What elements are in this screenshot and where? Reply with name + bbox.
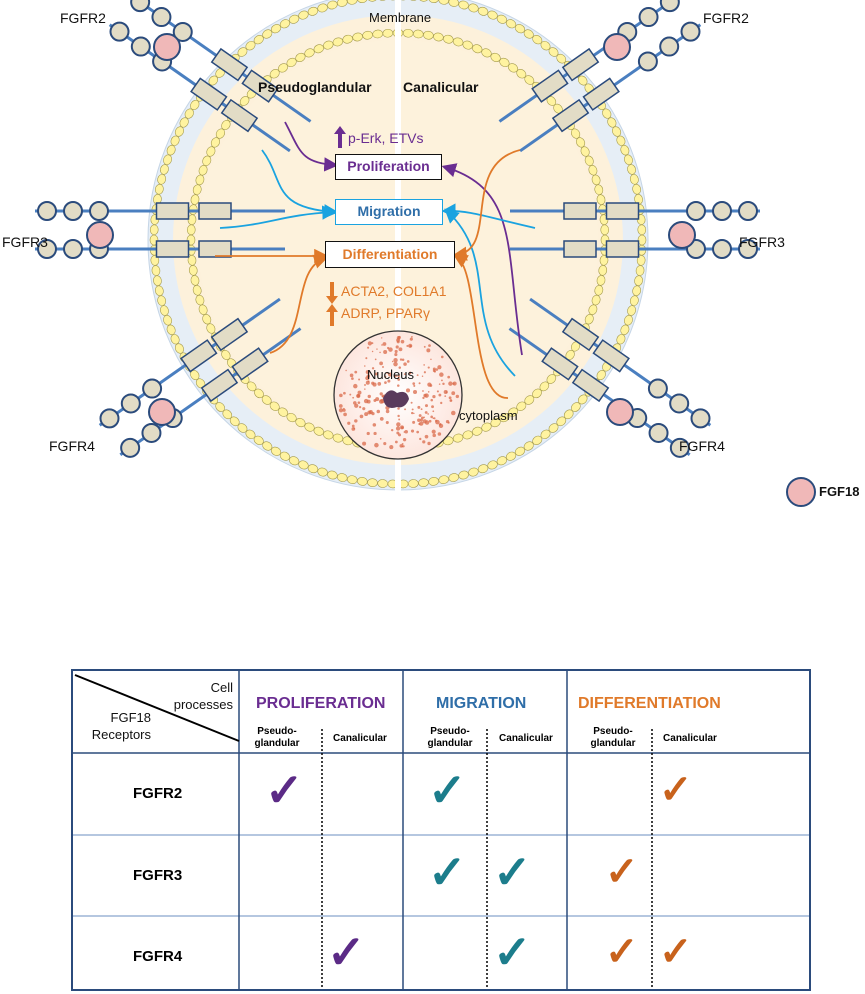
receptor-fgfr4-right — [508, 297, 712, 458]
down-arrow-icon — [326, 282, 338, 304]
receptor-fgfr2-right — [498, 0, 702, 153]
fgf18-ligand-icon — [86, 221, 114, 249]
fgf18-ligand-icon — [153, 33, 181, 61]
receptor-fgfr4-left — [98, 297, 302, 458]
process-header-proliferation: PROLIFERATION — [256, 695, 386, 712]
nucleus-label: Nucleus — [367, 367, 414, 382]
sub-pseudoglandular: Pseudo-glandular — [254, 726, 300, 749]
checkmark-icon: ✓ — [659, 930, 693, 974]
row-label-fgfr3: FGFR3 — [133, 867, 183, 884]
up-arrow-icon — [334, 126, 346, 148]
checkmark-icon: ✓ — [493, 846, 532, 898]
proliferation-effects: p-Erk, ETVs — [348, 130, 424, 146]
stage-canalicular-label: Canalicular — [403, 79, 479, 95]
fgf18-ligand-icon — [606, 398, 634, 426]
sub-canalicular: Canalicular — [499, 733, 553, 744]
checkmark-icon: ✓ — [327, 926, 366, 978]
membrane-label: Membrane — [369, 10, 432, 25]
fgf18-ligand-icon — [603, 33, 631, 61]
receptor-label-fgfr4-right: FGFR4 — [679, 438, 725, 454]
row-label-fgfr4: FGFR4 — [133, 948, 183, 965]
cell-diagram — [35, 0, 816, 508]
sub-canalicular: Canalicular — [663, 733, 717, 744]
migration-box: Migration — [335, 199, 443, 225]
checkmark-icon: ✓ — [659, 768, 693, 812]
stage-pseudoglandular-label: Pseudoglandular — [258, 79, 372, 95]
receptor-label-fgfr2-left: FGFR2 — [60, 10, 106, 26]
fgf18-legend-label: FGF18 — [819, 484, 860, 499]
checkmark-icon: ✓ — [428, 846, 467, 898]
sub-canalicular: Canalicular — [333, 733, 387, 744]
process-header-differentiation: DIFFERENTIATION — [578, 695, 721, 712]
signal-arrows — [215, 121, 536, 399]
fgf18-ligand-icon — [148, 398, 176, 426]
upregulated-genes: ADRP, PPARγ — [341, 305, 430, 321]
sub-pseudoglandular: Pseudo-glandular — [590, 726, 636, 749]
row-label-fgfr2: FGFR2 — [133, 785, 183, 802]
receptor-fgfr2-left — [108, 0, 312, 153]
receptor-label-fgfr3-right: FGFR3 — [739, 234, 785, 250]
nucleus — [333, 330, 463, 460]
receptor-fgfr3-left — [35, 201, 285, 259]
receptor-fgfr3-right — [510, 201, 760, 259]
checkmark-icon: ✓ — [265, 764, 304, 816]
header-cell-processes: Cell processes — [173, 680, 233, 712]
table-grid — [73, 671, 809, 989]
checkmark-icon: ✓ — [493, 926, 532, 978]
proliferation-box: Proliferation — [335, 154, 442, 180]
checkmark-icon: ✓ — [428, 764, 467, 816]
receptor-label-fgfr4-left: FGFR4 — [49, 438, 95, 454]
summary-table: Cell processes FGF18 Receptors PROLIFERA… — [71, 669, 811, 991]
fgf18-ligand-icon — [668, 221, 696, 249]
sub-pseudoglandular: Pseudo-glandular — [427, 726, 473, 749]
receptor-label-fgfr3-left: FGFR3 — [2, 234, 48, 250]
process-header-migration: MIGRATION — [436, 695, 527, 712]
fgf18-legend-icon — [786, 477, 816, 507]
checkmark-icon: ✓ — [605, 930, 639, 974]
up-arrow-icon — [326, 304, 338, 326]
checkmark-icon: ✓ — [605, 850, 639, 894]
receptor-label-fgfr2-right: FGFR2 — [703, 10, 749, 26]
cytoplasm-label: cytoplasm — [459, 408, 518, 423]
differentiation-box: Differentiation — [325, 241, 455, 268]
header-fgf18-receptors: FGF18 Receptors — [91, 710, 151, 742]
downregulated-genes: ACTA2, COL1A1 — [341, 283, 447, 299]
